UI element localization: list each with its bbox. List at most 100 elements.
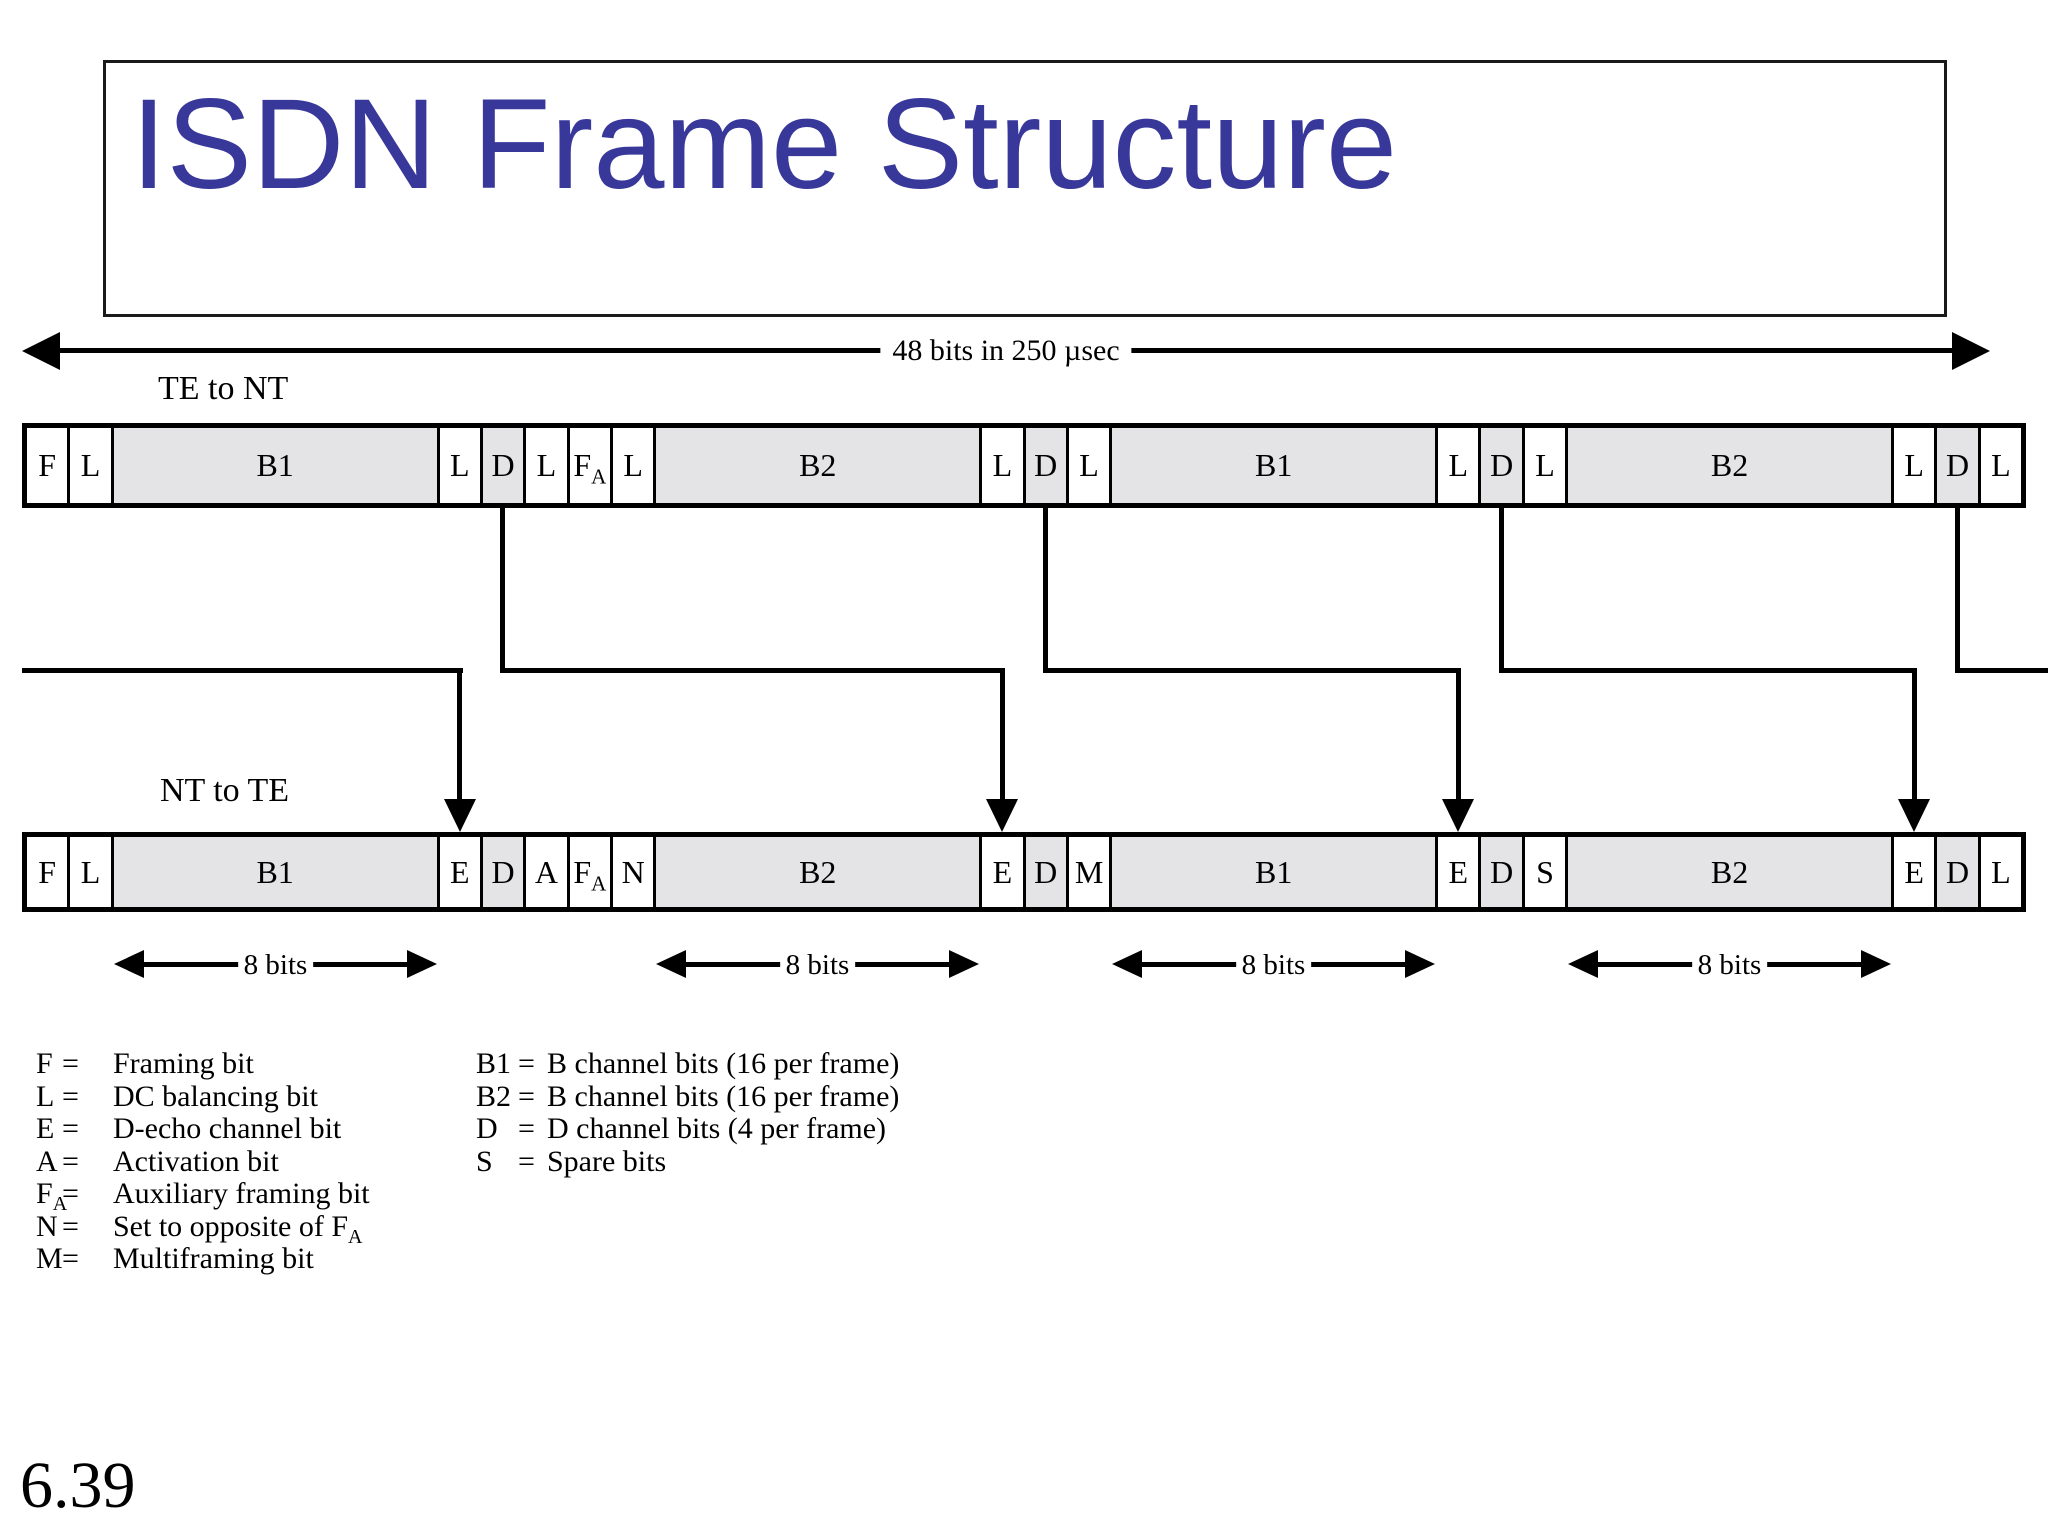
legend-equals: = <box>62 1242 79 1275</box>
frame-cell-b1: B1 <box>1112 428 1436 503</box>
frame-cell-d: D <box>1937 837 1978 907</box>
legend-symbol: D <box>476 1112 498 1145</box>
connector-line <box>1499 506 1504 673</box>
legend-symbol: M <box>36 1242 63 1275</box>
arrow-head-left-icon <box>114 950 144 978</box>
frame-cell-b1: B1 <box>1112 837 1436 907</box>
frame-cell-b2: B2 <box>656 428 980 503</box>
frame-cell-l: L <box>439 428 480 503</box>
connector-line <box>1912 668 1917 808</box>
frame-cell-s: S <box>1524 837 1566 907</box>
frame-cell-l: L <box>1524 428 1566 503</box>
legend-entry-n: N=Set to opposite of FA <box>36 1209 370 1247</box>
connector-line <box>500 506 505 673</box>
frame-cell-m: M <box>1068 837 1110 907</box>
connector-line <box>1000 668 1005 808</box>
legend-entry-e: E= D-echo channel bit <box>36 1112 370 1146</box>
frame-cell-e: E <box>982 837 1023 907</box>
frame-cell-l: L <box>1980 837 2022 907</box>
arrow-head-left-icon <box>1568 950 1598 978</box>
legend-description: Framing bit <box>113 1047 254 1080</box>
frame-cell-b2: B2 <box>1568 837 1891 907</box>
legend-entry-f: F=Framing bit <box>36 1047 370 1081</box>
legend-equals: = <box>518 1047 535 1080</box>
frame-width-arrow: 48 bits in 250 µsec <box>22 332 1990 370</box>
frame-cell-b1: B1 <box>113 837 437 907</box>
title-box: ISDN Frame Structure <box>103 60 1947 317</box>
legend-equals: = <box>62 1177 79 1210</box>
bit-span-arrow: 8 bits <box>1112 948 1435 982</box>
legend-equals: = <box>518 1112 535 1145</box>
legend-equals: = <box>518 1079 535 1113</box>
legend-symbol: E <box>36 1112 55 1145</box>
page-number: 6.39 <box>20 1449 136 1522</box>
frame-cell-a: A <box>526 837 567 907</box>
arrow-head-left-icon <box>1112 950 1142 978</box>
arrow-head-left-icon <box>22 332 60 370</box>
frame-cell-b1: B1 <box>113 428 437 503</box>
connector-line <box>1499 668 1917 673</box>
legend-entry-d: D=D channel bits (4 per frame) <box>476 1112 899 1146</box>
legend-symbol: FA <box>36 1177 68 1215</box>
frame-cell-l: L <box>1893 428 1935 503</box>
legend-equals: = <box>62 1144 79 1178</box>
legend-equals: = <box>518 1144 535 1178</box>
connector-line <box>500 668 1005 673</box>
legend-symbol: L <box>36 1079 55 1113</box>
connector-line <box>457 668 462 808</box>
legend-symbol: A <box>36 1144 58 1178</box>
connector-line <box>1043 506 1048 673</box>
frame-cell-d: D <box>1937 428 1978 503</box>
legend-description: Activation bit <box>113 1144 279 1178</box>
frame-width-label: 48 bits in 250 µsec <box>880 332 1132 370</box>
frame-cell-l: L <box>526 428 567 503</box>
arrow-head-right-icon <box>1405 950 1435 978</box>
connector-arrow-icon <box>1442 799 1474 832</box>
bit-span-label: 8 bits <box>237 948 314 982</box>
legend-description: D-echo channel bit <box>113 1112 342 1145</box>
bit-span-arrow: 8 bits <box>114 948 437 982</box>
connector-arrow-icon <box>986 799 1018 832</box>
frame-cell-d: D <box>1025 837 1066 907</box>
frame-cell-l: L <box>1068 428 1110 503</box>
connector-line <box>1043 668 1461 673</box>
frame-cell-e: E <box>439 837 480 907</box>
frame-cell-d: D <box>1481 428 1522 503</box>
legend-entry-s: S = Spare bits <box>476 1144 899 1179</box>
legend-entry-b2: B2=B channel bits (16 per frame) <box>476 1079 899 1114</box>
legend-entry-m: M= Multiframing bit <box>36 1242 370 1276</box>
arrow-head-left-icon <box>656 950 686 978</box>
connector-line <box>22 668 463 673</box>
frame-cell-l: L <box>70 837 111 907</box>
legend-symbol: S <box>476 1144 493 1178</box>
frame-cell-d: D <box>482 837 524 907</box>
legend-equals: = <box>62 1209 79 1243</box>
nt-to-te-label: NT to TE <box>160 772 290 809</box>
legend-entry-l: L=DC balancing bit <box>36 1079 370 1114</box>
legend-description: Multiframing bit <box>113 1242 314 1275</box>
frame-cell-l: L <box>1980 428 2022 503</box>
frame-cell-l: L <box>982 428 1023 503</box>
frame-cell-n: N <box>612 837 654 907</box>
frame-cell-b2: B2 <box>1568 428 1891 503</box>
frame-cell-d: D <box>1025 428 1066 503</box>
frame-cell-f: F <box>27 428 68 503</box>
connector-arrow-icon <box>444 799 476 832</box>
legend-symbol: N <box>36 1209 58 1243</box>
legend-equals: = <box>62 1112 79 1145</box>
frame-cell-fa: FA <box>569 837 610 907</box>
legend-symbol: F <box>36 1047 53 1080</box>
legend-description: DC balancing bit <box>113 1079 318 1113</box>
bit-span-label: 8 bits <box>779 948 856 982</box>
arrow-head-right-icon <box>1952 332 1990 370</box>
frame-cell-l: L <box>612 428 654 503</box>
te-to-nt-label: TE to NT <box>158 370 289 407</box>
frame-cell-d: D <box>482 428 524 503</box>
connector-line <box>1456 668 1461 808</box>
frame-cell-l: L <box>70 428 111 503</box>
legend-description: Spare bits <box>547 1144 667 1178</box>
connector-line <box>1955 668 2048 673</box>
